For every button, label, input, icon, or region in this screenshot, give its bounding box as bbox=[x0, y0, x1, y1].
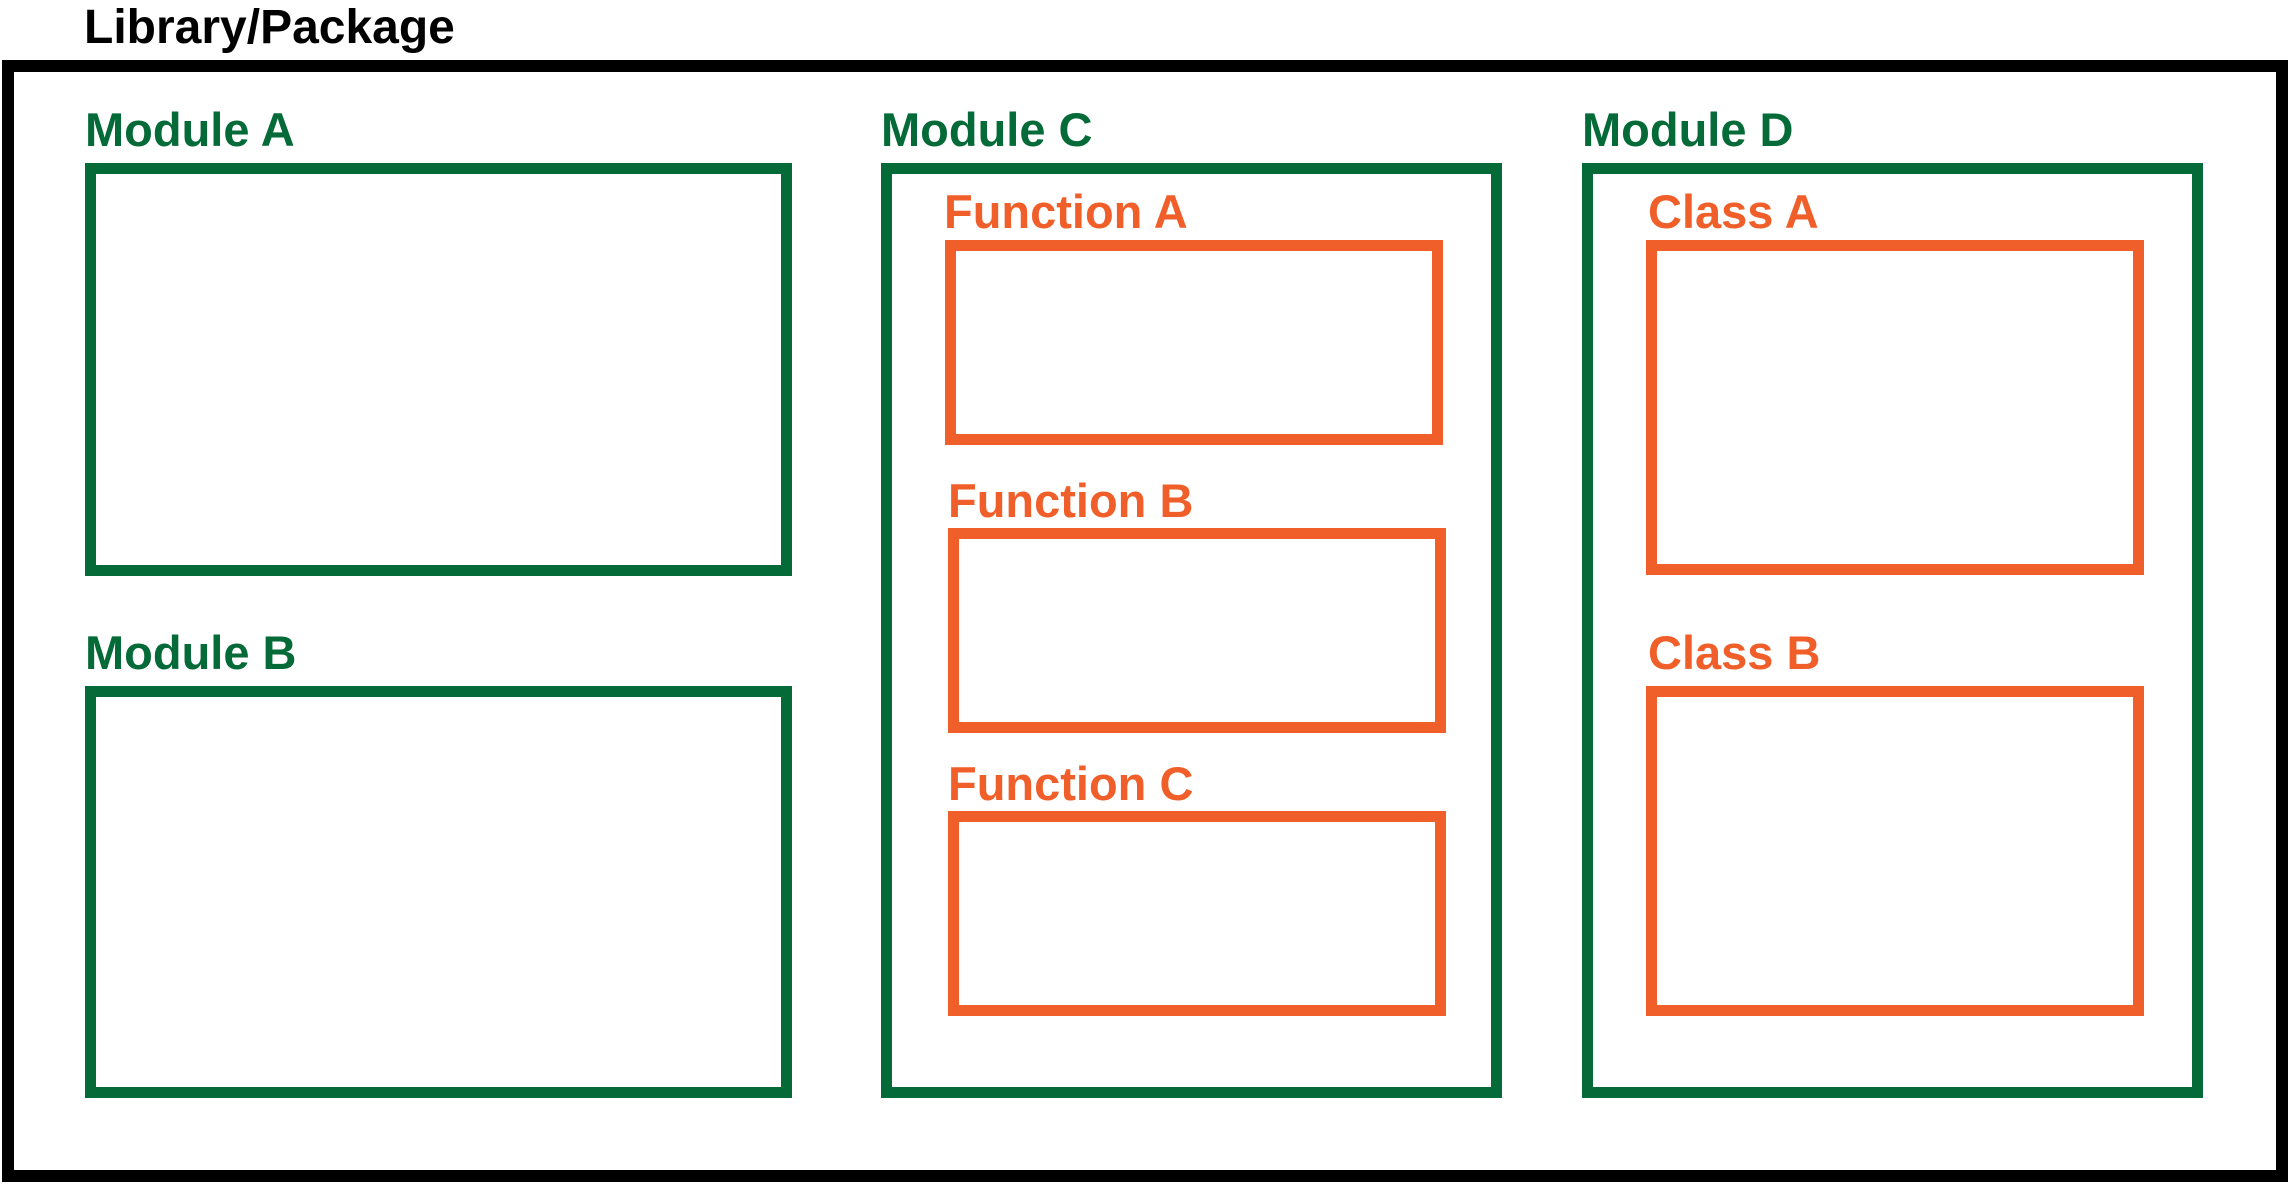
function-c-box bbox=[948, 811, 1446, 1016]
module-c-label: Module C bbox=[881, 103, 1093, 156]
function-c-label: Function C bbox=[948, 757, 1194, 810]
function-b-label: Function B bbox=[948, 474, 1194, 527]
class-a-label: Class A bbox=[1648, 185, 1819, 238]
library-box bbox=[2, 60, 2288, 1182]
module-c-box bbox=[881, 163, 1502, 1098]
module-b-label: Module B bbox=[85, 626, 297, 679]
module-d-label: Module D bbox=[1582, 103, 1794, 156]
module-a-box bbox=[85, 163, 792, 576]
class-a-box bbox=[1646, 240, 2144, 575]
function-a-label: Function A bbox=[944, 185, 1188, 238]
module-b-box bbox=[85, 686, 792, 1098]
class-b-label: Class B bbox=[1648, 626, 1821, 679]
class-b-box bbox=[1646, 686, 2144, 1016]
module-d-box bbox=[1582, 163, 2203, 1098]
library-label: Library/Package bbox=[84, 1, 455, 54]
module-a-label: Module A bbox=[85, 103, 295, 156]
function-a-box bbox=[945, 240, 1443, 445]
function-b-box bbox=[948, 528, 1446, 733]
